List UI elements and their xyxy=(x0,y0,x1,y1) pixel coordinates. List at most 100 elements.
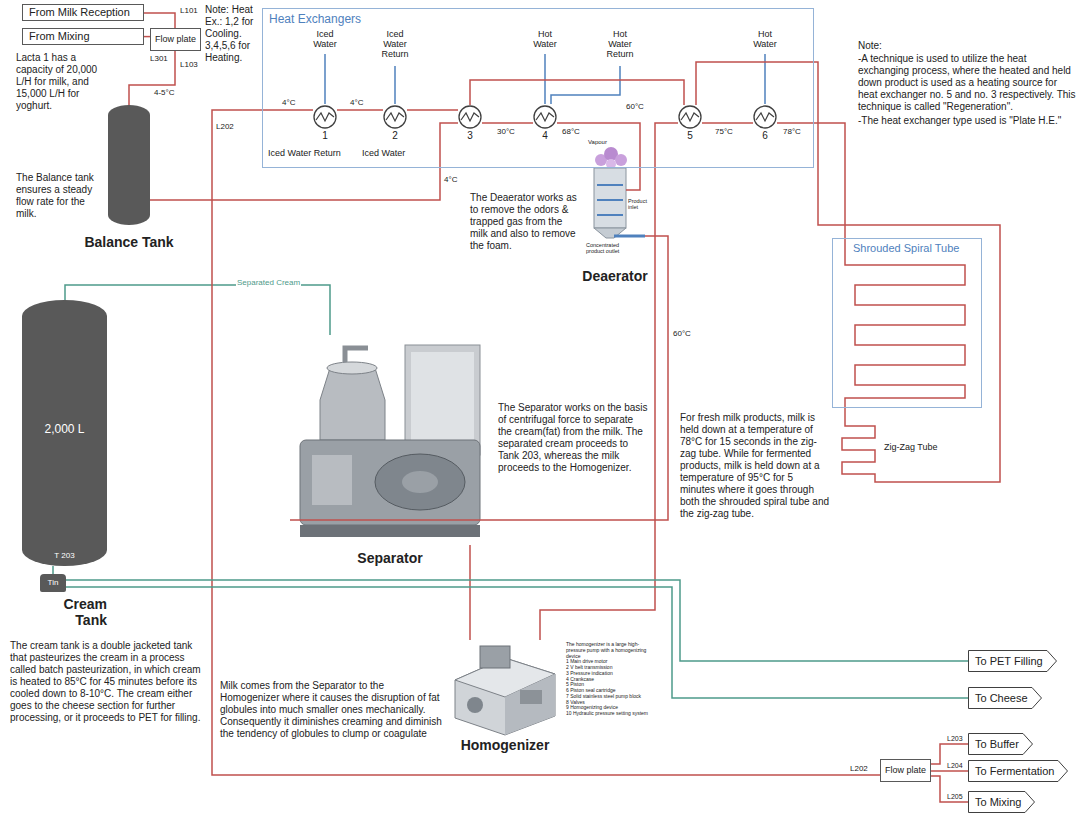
milk-pipe xyxy=(129,51,175,105)
temperature-tag: 75°C xyxy=(715,127,733,137)
heat-exchanger-icon-part xyxy=(679,106,701,128)
box-text: Flow plate xyxy=(155,34,196,44)
heat-exchanger-symbol: 6 xyxy=(753,105,777,143)
milk-pipe xyxy=(470,80,684,105)
water-pipe-part xyxy=(544,54,546,104)
milk-pipe xyxy=(777,123,845,238)
separator-illustration-part xyxy=(375,454,465,510)
homogenizer-illustration-part xyxy=(455,658,555,735)
milk-pipe xyxy=(150,123,458,200)
unit-heading: Homogenizer xyxy=(461,737,550,753)
frame-heading: Heat Exchangers xyxy=(269,12,361,26)
heat-exchanger-icon xyxy=(678,105,702,129)
tin-text: Tin xyxy=(40,574,66,592)
exchanger-number: 4 xyxy=(533,130,557,142)
deaerator-illustration-part xyxy=(597,214,623,216)
heat-exchanger-icon-part xyxy=(459,106,481,128)
outlet-arrow-box: To PET Filling xyxy=(968,650,1057,672)
homogenizer-illustration xyxy=(455,646,555,735)
heat-exchanger-icon-part xyxy=(314,106,336,128)
exchanger-number: 5 xyxy=(678,130,702,142)
temperature-tag: 4°C xyxy=(350,98,363,108)
temperature-tag: 60°C xyxy=(626,102,644,112)
outlet-text: To Cheese xyxy=(975,692,1028,704)
flow-plate-box: Flow plate xyxy=(150,28,201,51)
note-text: -The heat exchanger type used is "Plate … xyxy=(858,115,1076,127)
tin-tank: Tin xyxy=(40,574,66,592)
water-label: Iced Water xyxy=(309,30,341,50)
separator-illustration-part xyxy=(300,440,480,525)
deaerator-illustration-part xyxy=(614,235,645,238)
homogenizer-illustration-part xyxy=(467,697,483,713)
unit-heading: Balance Tank xyxy=(84,234,173,250)
separator-illustration-part xyxy=(345,348,368,362)
deaerator-illustration-part xyxy=(597,184,623,186)
caption-text: The homogenizer is a large high-pressure… xyxy=(566,642,652,659)
heat-exchanger-icon xyxy=(753,105,777,129)
separator-illustration-part xyxy=(405,345,480,455)
pipe-label: L203 xyxy=(946,735,964,743)
heat-exchanger-icon-part xyxy=(384,106,406,128)
water-label: Iced Water xyxy=(362,148,405,159)
heat-exchanger-icon-part xyxy=(386,113,404,121)
heat-exchanger-icon-part xyxy=(534,106,556,128)
separator-illustration-part xyxy=(411,352,474,448)
homogenizer-illustration-part xyxy=(520,690,542,704)
cream-pipe xyxy=(66,580,968,661)
note-text: For fresh milk products, milk is held do… xyxy=(680,412,830,520)
note-text: Note: xyxy=(858,40,1076,52)
unit-heading: Cream Tank xyxy=(55,596,107,628)
deaerator-illustration-part xyxy=(597,199,623,201)
water-pipe-part xyxy=(551,66,620,104)
water-pipe-part xyxy=(394,66,396,104)
line-tag: L101 xyxy=(180,6,198,16)
note-text: Milk comes from the Separator to the Hom… xyxy=(220,680,446,740)
cream-tank: 2,000 LT 203Cream Tank xyxy=(22,300,107,566)
unit-heading: Deaerator xyxy=(582,268,647,284)
milk-pipe xyxy=(557,123,640,140)
heat-exchanger-symbol: 5 xyxy=(678,105,702,143)
note-text: The Deaerator works as to remove the odo… xyxy=(470,192,578,252)
heat-exchanger-symbol: 3 xyxy=(458,105,482,143)
box-text: From Milk Reception xyxy=(29,6,130,18)
outlet-text: To Fermentation xyxy=(975,765,1054,777)
exchanger-number: 3 xyxy=(458,130,482,142)
milk-pipe xyxy=(702,122,753,124)
note-text: The cream tank is a double jacketed tank… xyxy=(10,640,205,724)
heat-exchanger-symbol: 4 xyxy=(533,105,557,143)
pentagon-outline-part xyxy=(969,792,1035,813)
separator-illustration-part xyxy=(312,455,352,505)
frame-heading: Shrouded Spiral Tube xyxy=(853,242,959,255)
cream-pipe xyxy=(52,566,54,574)
pentagon-outline-part xyxy=(969,734,1033,755)
heat-exchanger-icon-part xyxy=(316,113,334,121)
pipe-label: L205 xyxy=(946,793,964,801)
outlet-arrow-box: To Fermentation xyxy=(968,760,1068,782)
pipe-label: 60°C xyxy=(672,330,692,339)
note-text: -A technique is used to utilize the heat… xyxy=(858,53,1076,113)
heat-exchanger-symbol: 2 xyxy=(383,105,407,143)
homogenizer-unit: Homogenizer xyxy=(450,640,560,735)
line-tag: L103 xyxy=(180,60,198,70)
note-text: The Balance tank ensures a steady flow r… xyxy=(16,172,102,220)
tank-tag: T 203 xyxy=(22,551,107,560)
zigzag-pipe-part xyxy=(842,420,878,482)
note-text: The Separator works on the basis of cent… xyxy=(498,402,648,474)
milk-pipe xyxy=(844,408,846,420)
milk-pipe xyxy=(337,109,383,111)
heat-exchanger-icon xyxy=(458,105,482,129)
line-tag: L301 xyxy=(150,54,168,64)
outlet-arrow-box: To Cheese xyxy=(968,687,1042,709)
milk-pipe xyxy=(290,236,668,520)
note-text: Lacta 1 has a capacity of 20,000 L/H for… xyxy=(16,52,102,112)
water-label: Hot Water xyxy=(530,30,560,50)
heat-exchanger-icon-part xyxy=(536,113,554,121)
note-text: Note: Heat Ex.: 1,2 for Cooling. 3,4,5,6… xyxy=(205,4,259,64)
balance-tank: Balance Tank xyxy=(108,105,150,225)
milk-pipe xyxy=(469,545,471,640)
outlet-text: To Buffer xyxy=(975,738,1019,750)
unit-heading: Zig-Zag Tube xyxy=(884,442,938,452)
milk-pipe xyxy=(931,776,968,802)
separator-illustration xyxy=(300,345,480,537)
